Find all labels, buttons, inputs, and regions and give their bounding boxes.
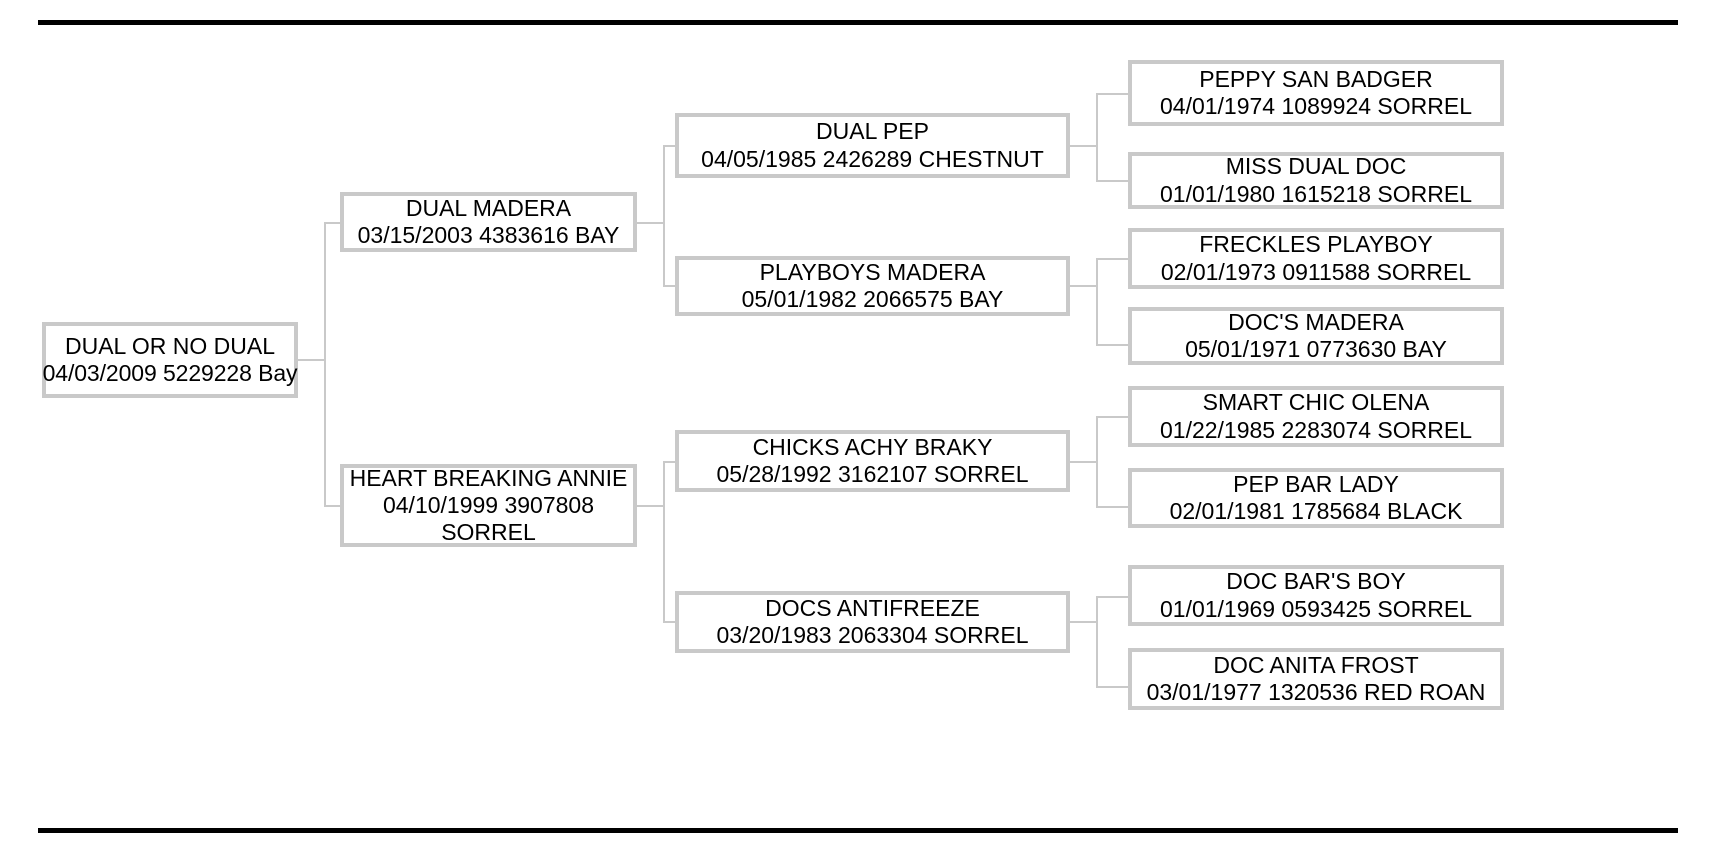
pedigree-box-dual-pep[interactable]: DUAL PEP 04/05/1985 2426289 CHESTNUT [675,113,1070,178]
docs-madera-details: 05/01/1971 0773630 BAY [1185,336,1447,362]
docs-antifreeze-name: DOCS ANTIFREEZE [765,594,980,621]
connector-docs-antifreeze-stub [1070,621,1098,623]
dual-madera-details: 03/15/2003 4383616 BAY [357,222,620,248]
pedigree-box-chicks-achy-braky[interactable]: CHICKS ACHY BRAKY 05/28/1992 3162107 SOR… [675,430,1070,492]
doc-bars-boy-details: 01/01/1969 0593425 SORREL [1159,595,1473,622]
pedigree-box-doc-bars-boy[interactable]: DOC BAR'S BOY 01/01/1969 0593425 SORREL [1128,565,1504,626]
connector-to-dual-madera [324,222,342,224]
pedigree-box-docs-madera[interactable]: DOC'S MADERA 05/01/1971 0773630 BAY [1128,307,1504,365]
dual-pep-name: DUAL PEP [816,118,929,145]
chicks-achy-braky-details: 05/28/1992 3162107 SORREL [716,461,1029,487]
pedigree-box-subject[interactable]: DUAL OR NO DUAL 04/03/2009 5229228 Bay [42,322,298,398]
connector-subject-stub [298,359,326,361]
connector-dual-pep-stub [1070,145,1098,147]
connector-to-peppy-san-badger [1096,93,1132,95]
connector-to-smart-chic-olena [1096,416,1132,418]
connector-to-doc-bars-boy [1096,596,1132,598]
bottom-divider-rule [38,828,1678,833]
pedigree-box-smart-chic-olena[interactable]: SMART CHIC OLENA 01/22/1985 2283074 SORR… [1128,386,1504,447]
docs-madera-name: DOC'S MADERA [1228,308,1404,335]
pep-bar-lady-name: PEP BAR LADY [1233,470,1399,497]
connector-to-dual-pep [663,145,679,147]
miss-dual-doc-details: 01/01/1980 1615218 SORREL [1159,180,1473,207]
playboys-madera-details: 05/01/1982 2066575 BAY [741,286,1004,312]
connector-to-miss-dual-doc [1096,180,1132,182]
pedigree-box-playboys-madera[interactable]: PLAYBOYS MADERA 05/01/1982 2066575 BAY [675,256,1070,316]
peppy-san-badger-details: 04/01/1974 1089924 SORREL [1159,93,1473,119]
top-divider-rule [38,20,1678,25]
dual-madera-name: DUAL MADERA [405,194,572,221]
connector-chicks-achy-braky-stub [1070,461,1098,463]
connector-dual-pep-spine [1096,93,1098,181]
doc-bars-boy-name: DOC BAR'S BOY [1226,568,1406,595]
pedigree-box-heart-breaking-annie[interactable]: HEART BREAKING ANNIE 04/10/1999 3907808 … [340,464,637,547]
connector-subject-spine [324,222,326,506]
pedigree-box-docs-antifreeze[interactable]: DOCS ANTIFREEZE 03/20/1983 2063304 SORRE… [675,591,1070,653]
connector-to-heart-breaking-annie [324,505,342,507]
subject-details: 04/03/2009 5229228 Bay [42,360,298,386]
peppy-san-badger-name: PEPPY SAN BADGER [1199,65,1433,92]
connector-to-docs-madera [1096,344,1132,346]
pedigree-box-peppy-san-badger[interactable]: PEPPY SAN BADGER 04/01/1974 1089924 SORR… [1128,60,1504,126]
pedigree-box-doc-anita-frost[interactable]: DOC ANITA FROST 03/01/1977 1320536 RED R… [1128,648,1504,710]
connector-playboys-madera-spine [1096,258,1098,345]
heart-breaking-annie-details: 04/10/1999 3907808 [382,491,595,518]
connector-playboys-madera-stub [1070,285,1098,287]
connector-to-chicks-achy-braky [663,461,679,463]
pedigree-box-miss-dual-doc[interactable]: MISS DUAL DOC 01/01/1980 1615218 SORREL [1128,152,1504,209]
connector-to-playboys-madera [663,285,679,287]
connector-to-doc-anita-frost [1096,686,1132,688]
playboys-madera-name: PLAYBOYS MADERA [759,258,986,285]
heart-breaking-annie-color: SORREL [441,519,536,546]
subject-name: DUAL OR NO DUAL [64,332,276,359]
miss-dual-doc-name: MISS DUAL DOC [1225,153,1407,180]
pep-bar-lady-details: 02/01/1981 1785684 BLACK [1169,498,1463,524]
smart-chic-olena-name: SMART CHIC OLENA [1202,389,1430,416]
chicks-achy-braky-name: CHICKS ACHY BRAKY [752,433,993,460]
connector-dual-madera-spine [663,145,665,286]
connector-docs-antifreeze-spine [1096,596,1098,687]
pedigree-box-freckles-playboy[interactable]: FRECKLES PLAYBOY 02/01/1973 0911588 SORR… [1128,228,1504,289]
dual-pep-details: 04/05/1985 2426289 CHESTNUT [701,145,1044,172]
connector-to-docs-antifreeze [663,621,679,623]
freckles-playboy-details: 02/01/1973 0911588 SORREL [1160,258,1472,285]
pedigree-box-pep-bar-lady[interactable]: PEP BAR LADY 02/01/1981 1785684 BLACK [1128,468,1504,528]
pedigree-box-dual-madera[interactable]: DUAL MADERA 03/15/2003 4383616 BAY [340,192,637,252]
heart-breaking-annie-name: HEART BREAKING ANNIE [349,464,628,491]
smart-chic-olena-details: 01/22/1985 2283074 SORREL [1159,416,1473,443]
docs-antifreeze-details: 03/20/1983 2063304 SORREL [716,622,1029,648]
connector-heart-breaking-annie-stub [637,505,665,507]
doc-anita-frost-details: 03/01/1977 1320536 RED ROAN [1146,679,1486,705]
doc-anita-frost-name: DOC ANITA FROST [1213,651,1419,678]
connector-chicks-achy-braky-spine [1096,416,1098,507]
freckles-playboy-name: FRECKLES PLAYBOY [1199,231,1433,258]
connector-dual-madera-stub [637,222,665,224]
connector-to-freckles-playboy [1096,258,1132,260]
connector-heart-breaking-annie-spine [663,461,665,622]
connector-to-pep-bar-lady [1096,506,1132,508]
